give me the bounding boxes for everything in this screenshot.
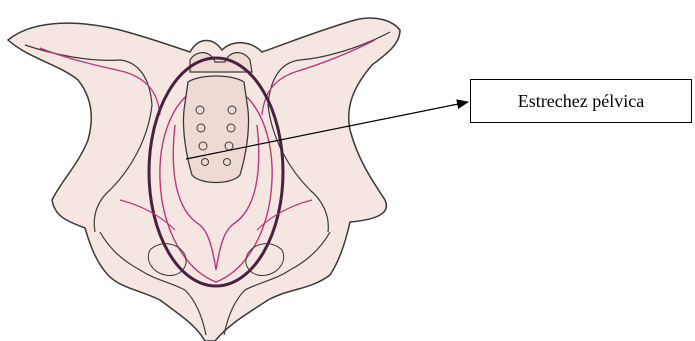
sacrum — [183, 76, 248, 183]
label-box: Estrechez pélvica — [470, 79, 692, 123]
label-text: Estrechez pélvica — [518, 91, 644, 112]
